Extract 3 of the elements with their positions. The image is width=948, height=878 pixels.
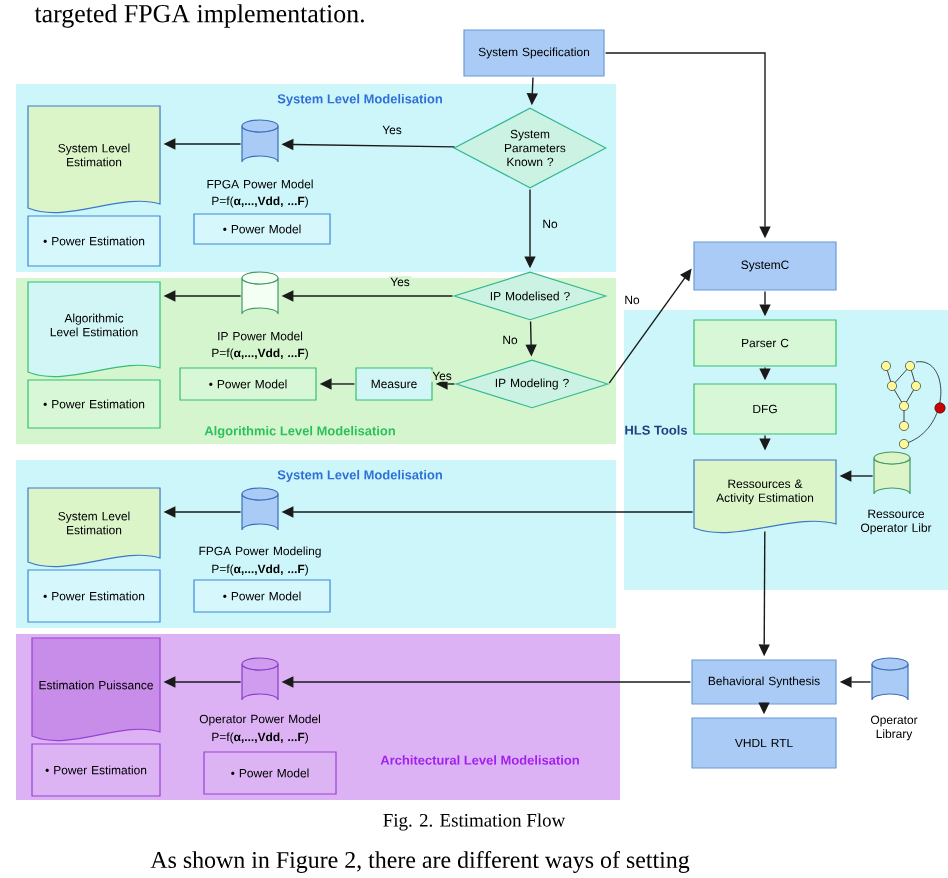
- figure-caption: Fig. 2. Estimation Flow: [383, 813, 566, 831]
- body-text: As shown in Figure 2, there are different ways of setting: [150, 850, 690, 873]
- body-text: targeted FPGA implementation.: [34, 4, 364, 28]
